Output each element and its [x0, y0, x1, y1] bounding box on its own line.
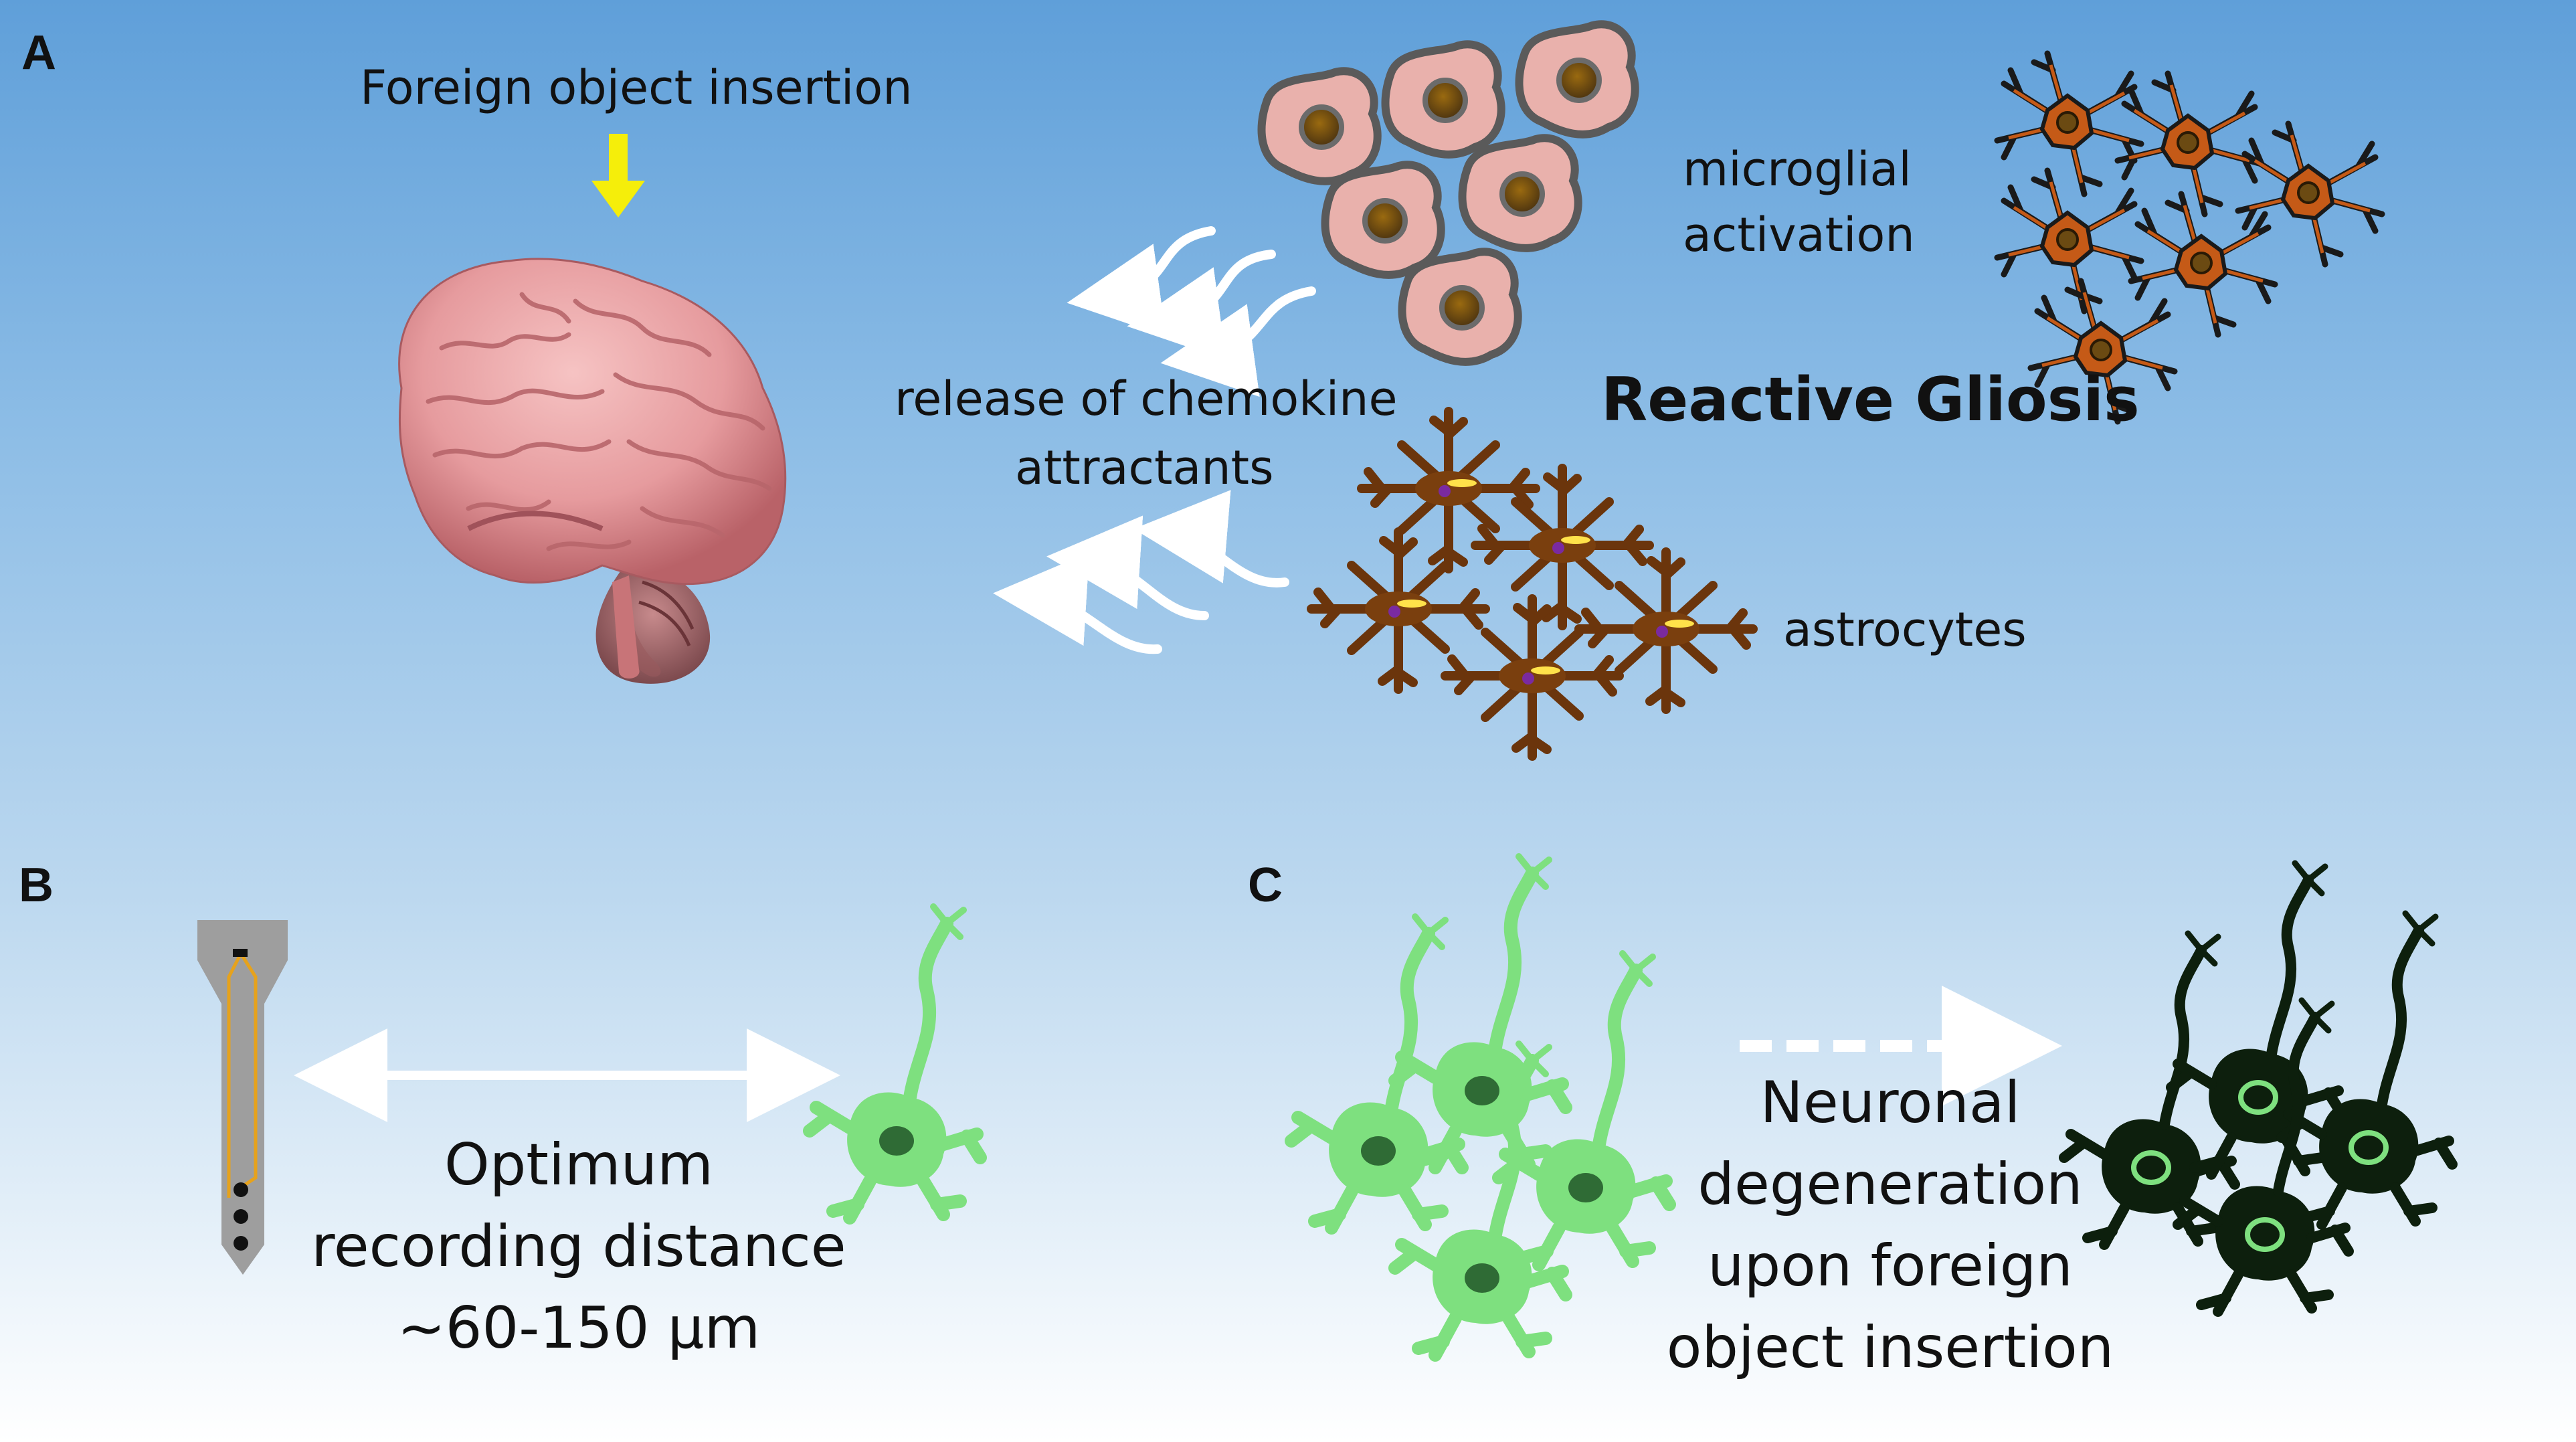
- microglial-activation-label-line2: activation: [1683, 207, 1915, 262]
- caption-line: upon foreign: [1708, 1233, 2073, 1299]
- astrocytes-label: astrocytes: [1783, 602, 2027, 657]
- reactive-gliosis-label: Reactive Gliosis: [1601, 365, 2140, 435]
- chemokine-release-label-line2: attractants: [1015, 440, 1274, 495]
- panel-label-b: B: [19, 859, 54, 912]
- microglia-cluster: [1262, 24, 1635, 362]
- healthy-neurons: [1291, 857, 1669, 1355]
- caption-line: degeneration: [1697, 1151, 2083, 1218]
- chemokine-release-label-line1: release of chemokine: [895, 371, 1398, 426]
- insertion-arrow: [591, 134, 645, 217]
- caption-line: Optimum: [444, 1132, 713, 1198]
- brain-illustration: [398, 258, 787, 684]
- panel-label-c: C: [1248, 859, 1283, 912]
- electrode-probe: [197, 920, 288, 1275]
- foreign-object-insertion-label: Foreign object insertion: [360, 60, 913, 115]
- panel-label-a: A: [21, 26, 56, 80]
- astrocyte-cluster: [1311, 412, 1753, 756]
- chemokine-arrows: [993, 226, 1316, 654]
- optimum-recording-distance-caption: Optimum recording distance ~60-150 µm: [308, 1124, 850, 1369]
- caption-line: Neuronal: [1760, 1069, 2021, 1136]
- caption-line: ~60-150 µm: [397, 1295, 761, 1362]
- caption-line: object insertion: [1666, 1314, 2114, 1381]
- caption-line: recording distance: [311, 1213, 846, 1280]
- neuronal-degeneration-caption: Neuronal degeneration upon foreign objec…: [1653, 1062, 2128, 1388]
- microglial-activation-label-line1: microglial: [1683, 142, 1912, 197]
